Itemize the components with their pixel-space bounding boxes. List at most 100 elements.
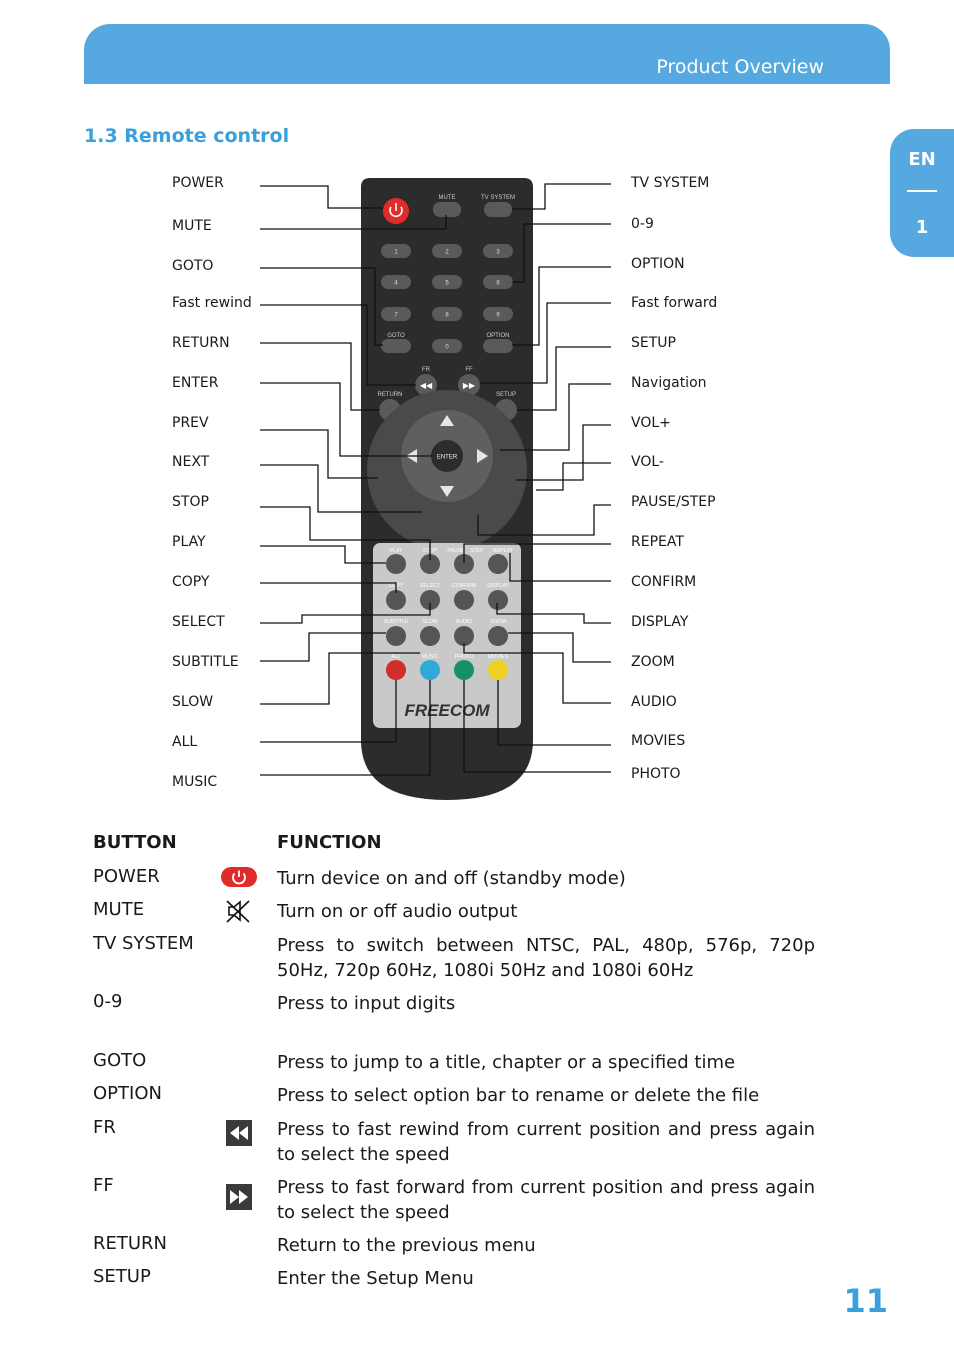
remote-digit-key — [432, 339, 462, 353]
table-header-button: BUTTON — [93, 832, 177, 853]
remote-function-key — [420, 626, 440, 646]
table-row-function: Turn device on and off (standby mode) — [277, 868, 626, 889]
page-number: 11 — [843, 1282, 888, 1320]
remote-ff-button — [458, 374, 480, 396]
table-row-button: FR — [93, 1117, 116, 1138]
remote-digit-key — [483, 307, 513, 321]
callout-left-return: RETURN — [172, 335, 230, 351]
remote-digit-label: 8 — [445, 313, 449, 319]
remote-goto-button — [381, 339, 411, 353]
table-row-function: Enter the Setup Menu — [277, 1268, 474, 1289]
remote-key-return-label: RETURN — [378, 392, 403, 398]
remote-green-key — [454, 660, 474, 680]
svg-text:▶▶: ▶▶ — [463, 381, 476, 390]
remote-digit-key — [381, 275, 411, 289]
callout-left-slow: SLOW — [172, 694, 214, 710]
language-tab-label: EN — [908, 149, 936, 170]
table-row-button: RETURN — [93, 1233, 168, 1254]
remote-function-key-label: SUBTITLE — [384, 619, 409, 625]
callout-left-goto: GOTO — [172, 258, 214, 274]
remote-digit-key — [381, 307, 411, 321]
callout-right-pause-step: PAUSE/STEP — [631, 494, 716, 510]
callout-right-confirm: CONFIRM — [631, 574, 697, 590]
remote-function-key-label: REPEAT — [493, 548, 514, 554]
remote-key-option-label: OPTION — [486, 333, 509, 339]
remote-function-key — [488, 590, 508, 610]
header-title: Product Overview — [656, 56, 824, 78]
callout-left-music: MUSIC — [172, 774, 218, 790]
remote-digit-label: 1 — [394, 250, 398, 256]
remote-function-key — [420, 590, 440, 610]
remote-key-tvsystem-label: TV SYSTEM — [481, 195, 515, 201]
remote-function-key — [386, 626, 406, 646]
remote-digit-key — [381, 244, 411, 258]
remote-function-key-label: CONFIRM — [452, 583, 476, 589]
remote-yellow-key — [488, 660, 508, 680]
table-row-button: POWER — [93, 866, 160, 887]
power-icon — [221, 867, 257, 887]
remote-digit-label: 6 — [496, 281, 500, 287]
callout-right-vol-up: VOL+ — [631, 415, 671, 431]
remote-key-enter-label: ENTER — [437, 455, 458, 461]
remote-function-key-label: PAUSE — [447, 548, 465, 554]
remote-function-key-label: PHOTO — [455, 654, 473, 660]
remote-brand-logo: FREECOM — [405, 701, 491, 720]
callout-right-digits: 0-9 — [631, 216, 654, 232]
table-row-button: FF — [93, 1175, 114, 1196]
remote-digit-label: 3 — [496, 250, 500, 256]
remote-digit-label: 5 — [445, 281, 449, 287]
table-row-function: Return to the previous menu — [277, 1235, 536, 1256]
callout-left-subtitle: SUBTITLE — [172, 654, 239, 670]
tab-divider — [907, 190, 937, 192]
chapter-number: 1 — [915, 217, 929, 238]
callout-right-display: DISPLAY — [631, 614, 689, 630]
remote-function-key-label: MUSIC — [422, 654, 439, 660]
callout-left-stop: STOP — [172, 494, 209, 510]
table-row-function: Press to input digits — [277, 993, 456, 1014]
remote-key-mute-label: MUTE — [439, 195, 456, 201]
remote-digit-key — [483, 275, 513, 289]
remote-function-key-label: PLAY — [390, 548, 403, 554]
fast-forward-icon — [226, 1184, 252, 1210]
table-row-function: Press to fast forward from current posit… — [277, 1177, 815, 1223]
remote-key-setup-label: SETUP — [496, 392, 516, 398]
remote-tvsystem-button — [484, 202, 512, 217]
callout-right-setup: SETUP — [631, 335, 676, 351]
table-row-button: MUTE — [93, 899, 145, 920]
callout-leader-lines — [260, 183, 611, 776]
callout-right-photo: PHOTO — [631, 766, 681, 782]
remote-mute-button — [433, 202, 461, 217]
remote-function-key — [386, 590, 406, 610]
callout-right-fast-forward: Fast forward — [631, 295, 718, 311]
remote-red-key — [386, 660, 406, 680]
table-row-button: GOTO — [93, 1050, 147, 1071]
callout-right-vol-down: VOL- — [631, 454, 664, 470]
mute-icon — [226, 900, 250, 923]
table-row-button: OPTION — [93, 1083, 162, 1104]
remote-function-key-label: STEP — [470, 548, 484, 554]
rewind-icon — [226, 1120, 252, 1146]
remote-digit-key — [432, 307, 462, 321]
table-row-function: Turn on or off audio output — [277, 901, 518, 922]
remote-function-key-label: SLOW — [422, 619, 437, 625]
section-title: 1.3 Remote control — [84, 125, 290, 147]
table-row-function: Press to select option bar to rename or … — [277, 1085, 760, 1106]
remote-function-key — [386, 554, 406, 574]
callout-left-enter: ENTER — [172, 375, 219, 391]
remote-function-key — [420, 554, 440, 574]
remote-key-fr-label: FR — [422, 367, 431, 373]
remote-lower-panel — [373, 543, 521, 728]
remote-function-key-label: DISPLAY — [487, 583, 509, 589]
table-row-function: Press to switch between NTSC, PAL, 480p,… — [277, 935, 815, 981]
remote-function-key-label: MOVIES — [488, 654, 509, 660]
table-row-button: SETUP — [93, 1266, 151, 1287]
remote-digit-key — [432, 275, 462, 289]
remote-blue-key — [420, 660, 440, 680]
remote-function-key-label: ZOOM — [490, 619, 506, 625]
callout-right-audio: AUDIO — [631, 694, 677, 710]
remote-digit-label: 9 — [496, 313, 500, 319]
svg-text:◀◀: ◀◀ — [420, 381, 433, 390]
